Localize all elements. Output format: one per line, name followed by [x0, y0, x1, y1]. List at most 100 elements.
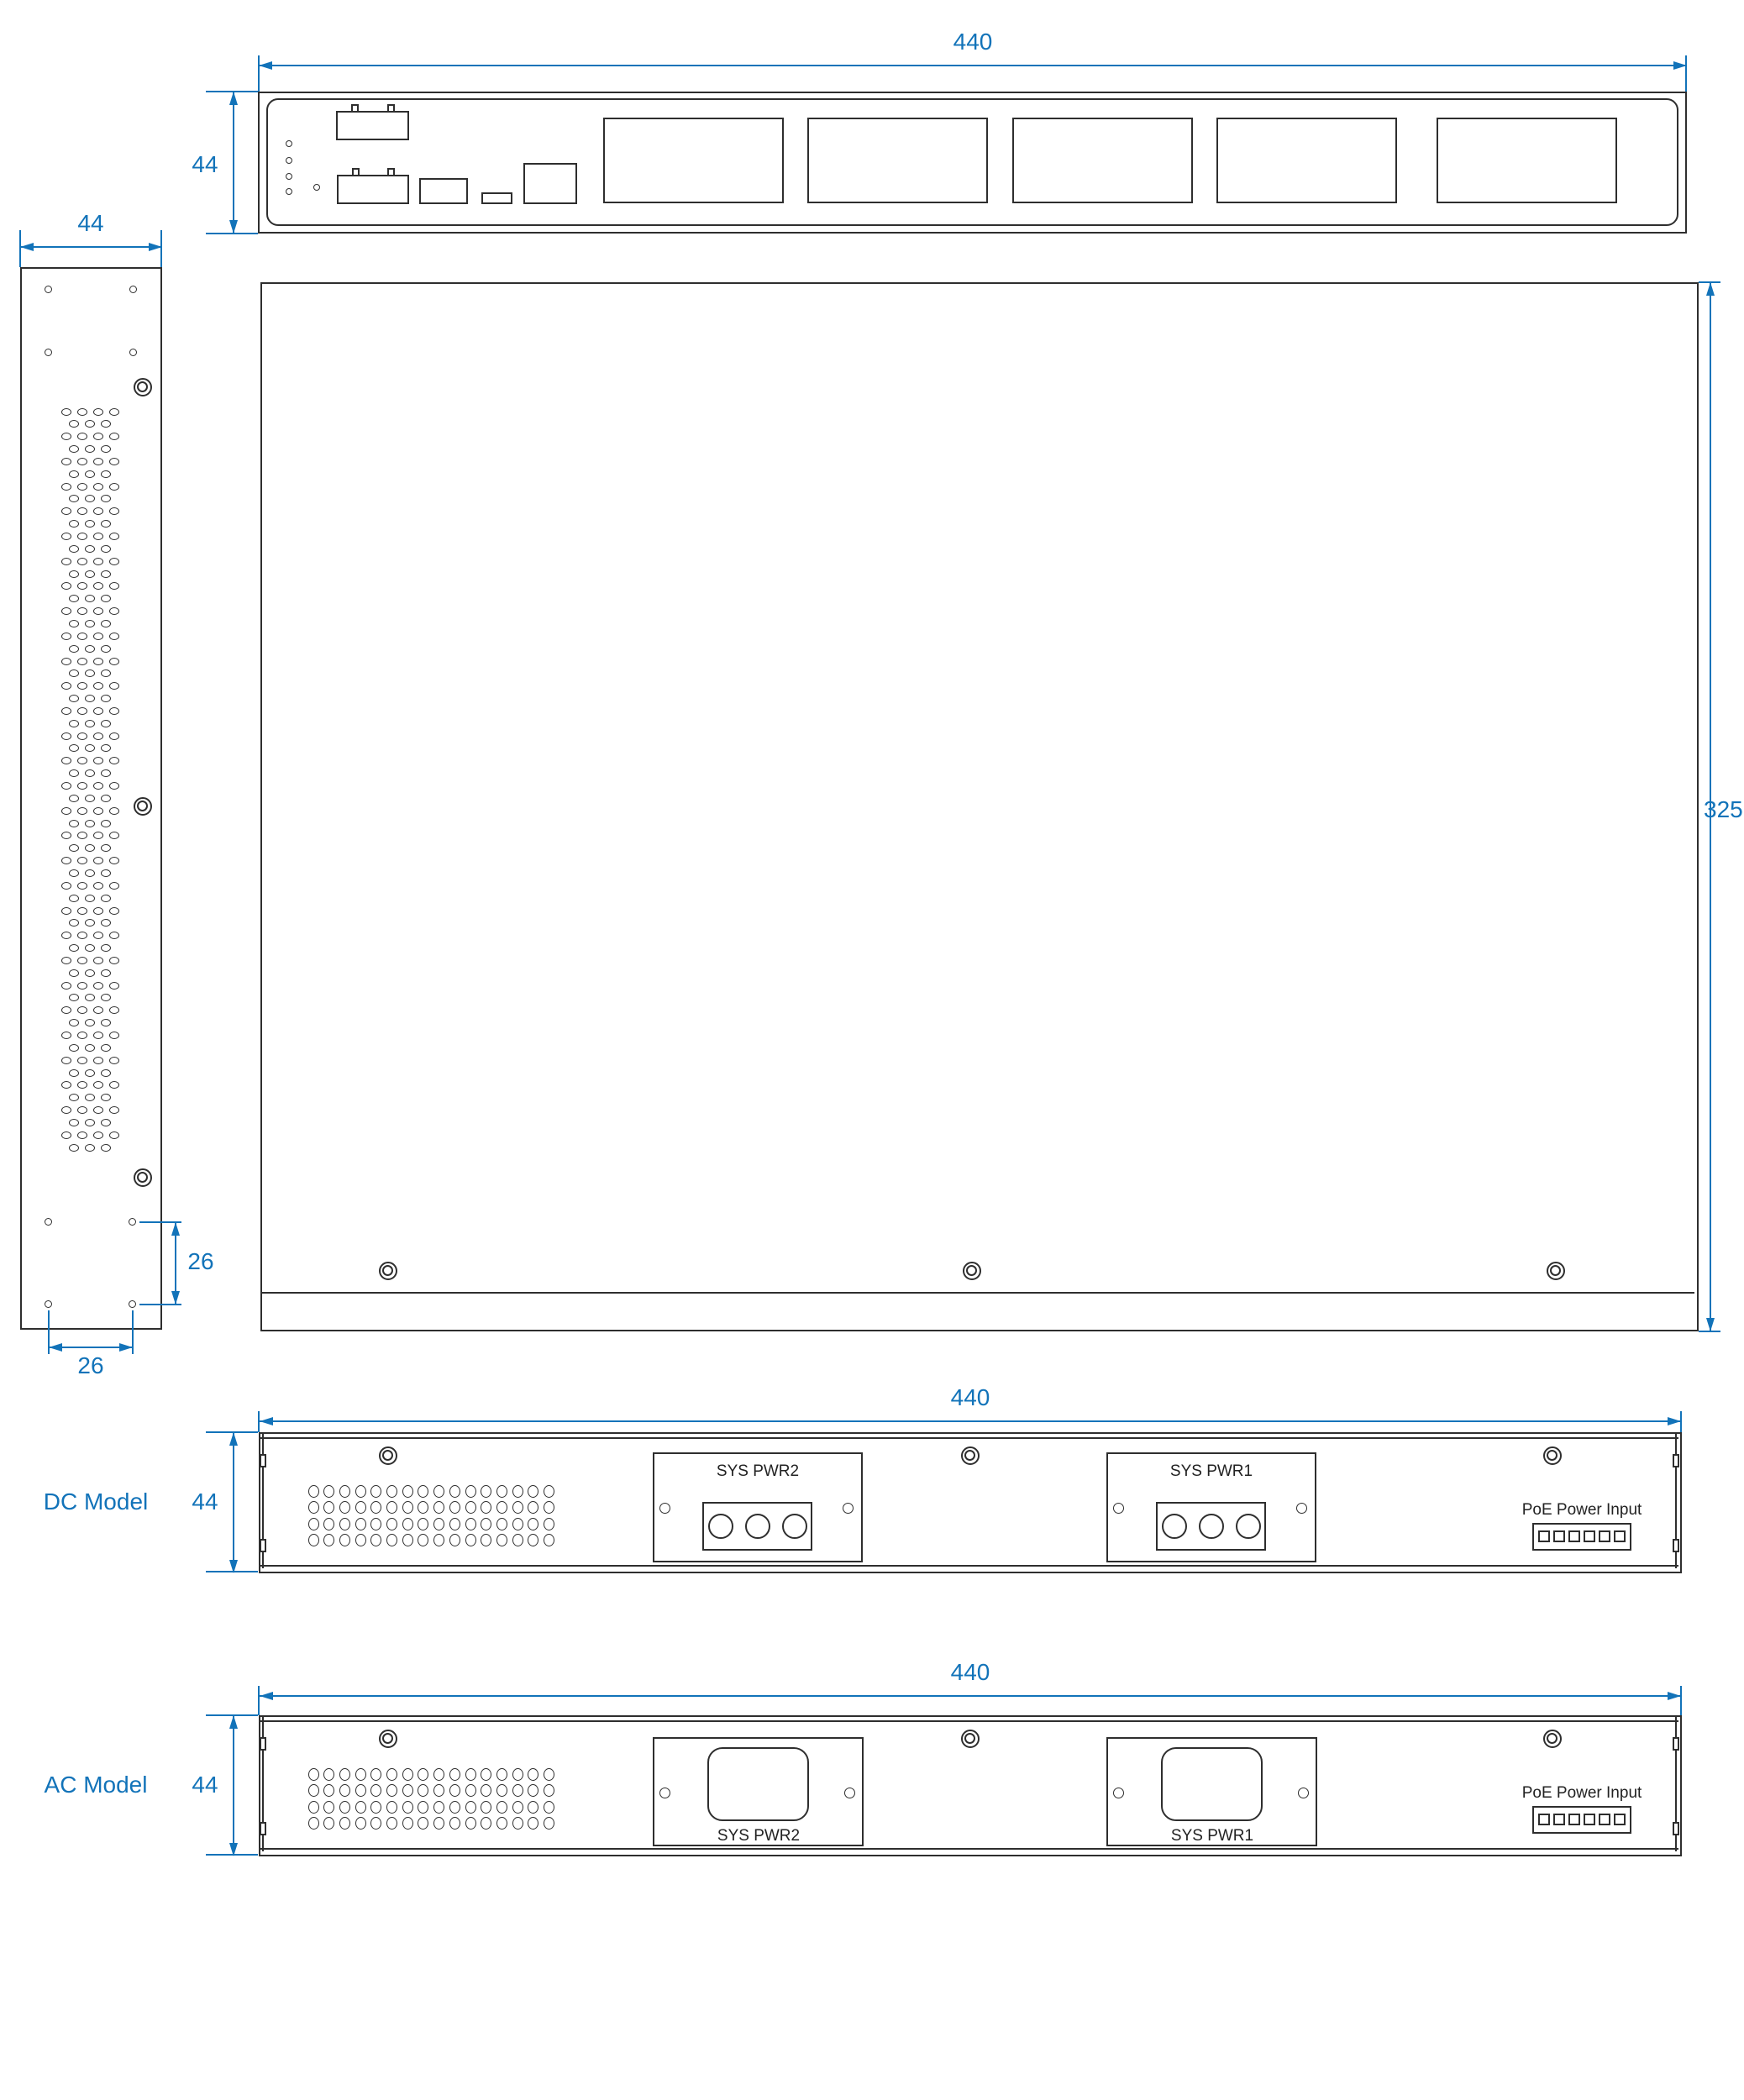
vent-hole [370, 1817, 382, 1830]
vent-hole [109, 981, 119, 990]
dimension-arrow [229, 1560, 238, 1573]
vent-hole [93, 782, 103, 790]
vent-hole [433, 1784, 445, 1798]
vent-hole [109, 782, 119, 790]
vent-hole [101, 869, 111, 877]
panel-fold-line [260, 1720, 1678, 1722]
front-height-dimension: 44 [192, 151, 218, 177]
vent-hole [402, 1817, 413, 1830]
vent-hole [465, 1767, 476, 1781]
power-terminal-block [336, 111, 409, 140]
vent-hole [61, 1131, 71, 1139]
screw-hole [137, 801, 148, 811]
vent-hole [93, 1056, 103, 1064]
dc-psu1-label: SYS PWR1 [1169, 1462, 1253, 1480]
vent-hole [85, 819, 95, 827]
screw-hole [382, 1733, 393, 1744]
screw-hole [966, 1265, 977, 1276]
vent-hole [101, 1019, 111, 1027]
vent-hole [402, 1501, 413, 1515]
vent-hole [433, 1767, 445, 1781]
terminal-pin-hole [1162, 1514, 1187, 1539]
vent-hole [77, 1131, 87, 1139]
vent-hole [481, 1800, 492, 1814]
power-terminal-block [337, 175, 409, 204]
vent-hole [69, 894, 79, 902]
vent-hole [85, 470, 95, 478]
dimension-arrow [260, 1417, 273, 1425]
vent-hole [101, 794, 111, 802]
extension-line [1699, 1331, 1720, 1332]
vent-hole [69, 744, 79, 753]
vent-hole [77, 732, 87, 740]
vent-hole [85, 420, 95, 428]
terminal-pin-hole [782, 1514, 807, 1539]
vent-hole [69, 495, 79, 503]
vent-hole [418, 1767, 429, 1781]
vent-hole [69, 619, 79, 627]
vent-hole [69, 769, 79, 778]
vent-hole [323, 1501, 335, 1515]
vent-hole [61, 732, 71, 740]
vent-hole [323, 1767, 335, 1781]
vent-hole [93, 857, 103, 865]
edge-tab [260, 1737, 266, 1751]
vent-hole [370, 1501, 382, 1515]
vent-hole [61, 956, 71, 964]
vent-hole [496, 1484, 507, 1498]
edge-tab [1673, 1454, 1679, 1467]
vent-hole [61, 806, 71, 815]
vent-hole [61, 932, 71, 940]
vent-hole [69, 595, 79, 603]
vent-hole [101, 595, 111, 603]
vent-hole [512, 1484, 523, 1498]
extension-line [132, 1310, 134, 1354]
vent-hole [402, 1784, 413, 1798]
vent-hole [85, 1094, 95, 1102]
dc-psu2-label: SYS PWR2 [716, 1462, 800, 1480]
vent-hole [69, 544, 79, 553]
vent-hole [93, 1131, 103, 1139]
dimension-arrow [229, 1843, 238, 1856]
vent-hole [323, 1817, 335, 1830]
vent-hole [93, 1081, 103, 1089]
poe-pin [1538, 1530, 1550, 1542]
dc-model-label: DC Model [43, 1488, 149, 1515]
vent-hole [69, 869, 79, 877]
vent-hole [61, 1006, 71, 1015]
vent-hole [101, 619, 111, 627]
screw-hole [1547, 1733, 1558, 1744]
dimension-line [175, 1222, 176, 1305]
vent-hole [528, 1534, 539, 1547]
vent-hole [69, 819, 79, 827]
vent-hole [93, 806, 103, 815]
ac-rear-width-dimension: 440 [950, 1659, 990, 1685]
vent-hole [77, 1056, 87, 1064]
vent-hole [323, 1517, 335, 1530]
screw-hole [964, 1733, 975, 1744]
vent-hole [418, 1501, 429, 1515]
vent-hole [93, 607, 103, 616]
vent-hole [386, 1484, 397, 1498]
ac-inlet [1161, 1747, 1263, 1821]
terminal-pin-hole [1199, 1514, 1224, 1539]
mounting-hole [129, 1300, 136, 1308]
vent-hole [85, 1143, 95, 1152]
extension-line [1685, 55, 1687, 92]
vent-hole [69, 844, 79, 853]
vent-hole [69, 669, 79, 678]
vent-hole [528, 1784, 539, 1798]
edge-tab [260, 1539, 266, 1552]
vent-hole [496, 1767, 507, 1781]
vent-hole [512, 1534, 523, 1547]
vent-hole [101, 669, 111, 678]
vent-hole [109, 1131, 119, 1139]
module-screw-hole [659, 1788, 670, 1798]
mounting-hole [129, 286, 137, 293]
vent-hole [402, 1534, 413, 1547]
vent-hole [109, 682, 119, 690]
vent-hole [69, 1068, 79, 1077]
vent-hole [307, 1484, 319, 1498]
vent-hole [101, 1094, 111, 1102]
